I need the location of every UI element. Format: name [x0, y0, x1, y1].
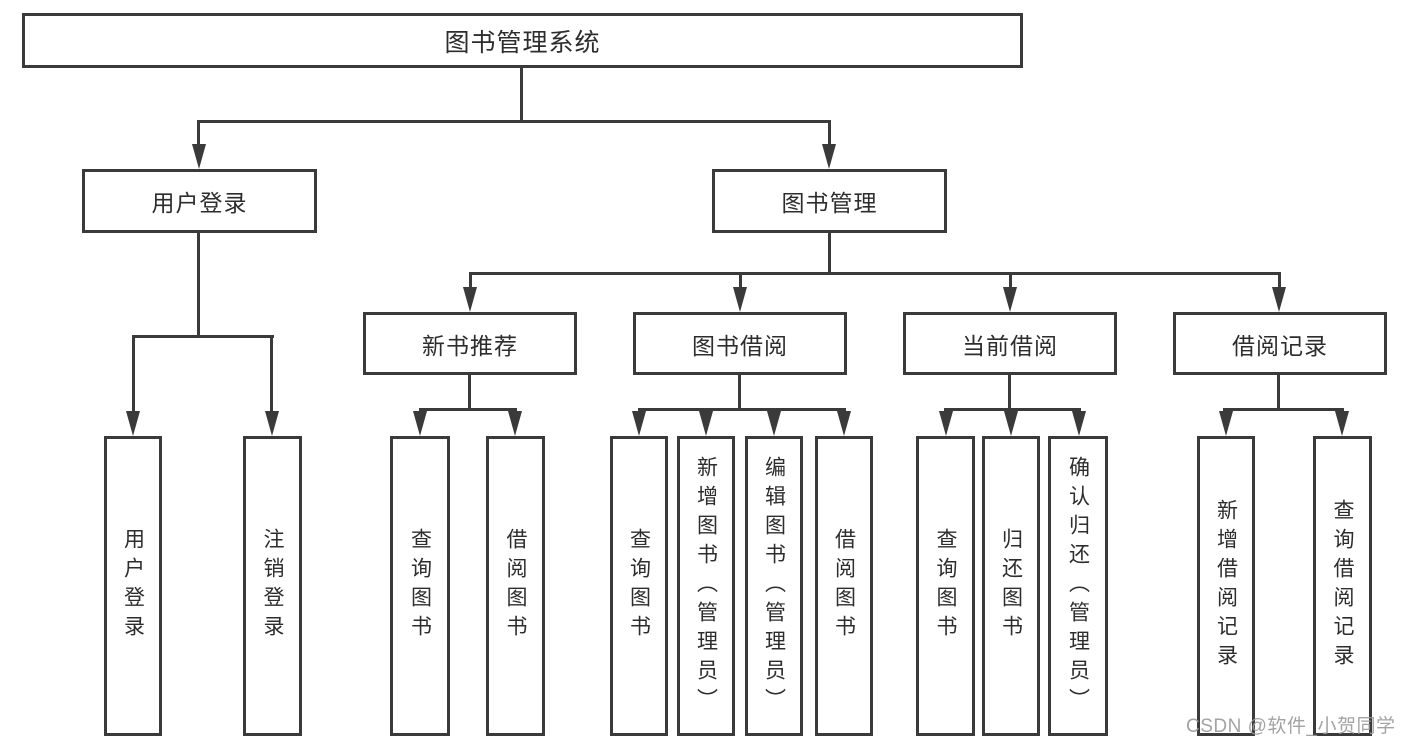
connector	[197, 120, 831, 123]
node-label: 新增图书（管理员）	[694, 455, 718, 717]
node-label: 编辑图书（管理员）	[762, 455, 786, 717]
node-label: 新增借阅记录	[1214, 499, 1238, 673]
node-book-borrowing: 图书借阅	[633, 312, 847, 375]
connector	[828, 120, 831, 148]
connector	[197, 233, 200, 337]
connector	[469, 272, 472, 290]
arrowhead-icon	[1003, 287, 1017, 312]
arrowhead-icon	[822, 144, 836, 169]
arrowhead-icon	[837, 411, 851, 436]
arrowhead-icon	[1272, 287, 1286, 312]
node-label: 查询图书	[408, 528, 432, 644]
node-label: 归还图书	[999, 528, 1023, 644]
node-new-book-recommendation: 新书推荐	[363, 312, 577, 375]
node-user-login: 用户登录	[82, 169, 317, 233]
node-current-borrowing: 当前借阅	[903, 312, 1117, 375]
node-label: 新书推荐	[422, 332, 518, 359]
node-borrowing-records: 借阅记录	[1173, 312, 1387, 375]
connector	[419, 408, 517, 411]
connector	[270, 335, 273, 413]
connector	[739, 272, 742, 290]
connector	[638, 408, 846, 411]
node-label: 图书借阅	[692, 332, 788, 359]
watermark-text: CSDN @软件_小贺同学	[1186, 716, 1396, 737]
leaf-borrowing-add-books-admin: 新增图书（管理员）	[677, 436, 735, 736]
node-label: 当前借阅	[962, 332, 1058, 359]
leaf-borrowing-borrow-books: 借阅图书	[815, 436, 873, 736]
node-label: 借阅图书	[832, 528, 856, 644]
node-label: 查询图书	[627, 528, 651, 644]
arrowhead-icon	[733, 287, 747, 312]
connector	[944, 408, 1081, 411]
arrowhead-icon	[463, 287, 477, 312]
arrowhead-icon	[939, 411, 953, 436]
connector	[1277, 375, 1280, 411]
connector	[738, 375, 741, 411]
connector	[520, 68, 523, 123]
connector	[132, 335, 135, 413]
arrowhead-icon	[699, 411, 713, 436]
node-label: 用户登录	[151, 190, 248, 216]
connector	[132, 335, 274, 338]
leaf-current-return-books: 归还图书	[982, 436, 1040, 736]
leaf-current-confirm-return-admin: 确认归还（管理员）	[1048, 436, 1108, 736]
arrowhead-icon	[126, 411, 140, 436]
connector	[1008, 375, 1011, 411]
arrowhead-icon	[265, 411, 279, 436]
node-label: 图书管理系统	[444, 28, 601, 57]
node-label: 查询图书	[934, 528, 957, 644]
node-label: 借阅记录	[1232, 332, 1328, 359]
arrowhead-icon	[1072, 411, 1086, 436]
arrowhead-icon	[767, 411, 781, 436]
node-library-system-root: 图书管理系统	[22, 13, 1023, 68]
node-label: 用户登录	[121, 528, 145, 644]
leaf-logout: 注销登录	[243, 436, 302, 736]
connector	[469, 272, 1281, 275]
arrowhead-icon	[192, 144, 206, 169]
node-label: 查询借阅记录	[1331, 499, 1354, 673]
leaf-recommend-query-books: 查询图书	[390, 436, 450, 736]
arrowhead-icon	[1219, 411, 1233, 436]
connector	[828, 233, 831, 275]
leaf-user-login: 用户登录	[104, 436, 162, 736]
leaf-records-add-record: 新增借阅记录	[1197, 436, 1255, 736]
arrowhead-icon	[632, 411, 646, 436]
connector	[1278, 272, 1281, 290]
arrowhead-icon	[1004, 411, 1018, 436]
leaf-current-query-books: 查询图书	[916, 436, 975, 736]
leaf-records-query-record: 查询借阅记录	[1313, 436, 1372, 736]
node-label: 图书管理	[781, 190, 878, 216]
leaf-borrowing-query-books: 查询图书	[610, 436, 668, 736]
arrowhead-icon	[508, 411, 522, 436]
connector	[1009, 272, 1012, 290]
connector	[468, 375, 471, 411]
node-book-management: 图书管理	[712, 169, 947, 233]
arrowhead-icon	[1335, 411, 1349, 436]
leaf-recommend-borrow-books: 借阅图书	[486, 436, 545, 736]
node-label: 借阅图书	[504, 528, 527, 644]
node-label: 注销登录	[261, 528, 284, 644]
node-label: 确认归还（管理员）	[1066, 455, 1090, 717]
arrowhead-icon	[413, 411, 427, 436]
connector	[1223, 408, 1344, 411]
leaf-borrowing-edit-books-admin: 编辑图书（管理员）	[745, 436, 803, 736]
connector	[197, 120, 200, 148]
